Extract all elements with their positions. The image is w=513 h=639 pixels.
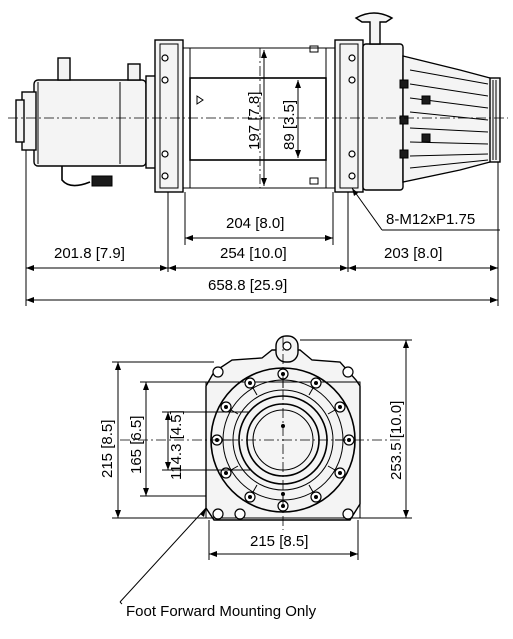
frame-bolts <box>161 54 356 180</box>
svg-text:215 [8.5]: 215 [8.5] <box>99 420 116 478</box>
clutch-handle-icon <box>354 12 394 45</box>
bolt-callout: 8-M12xP1.75 <box>351 187 500 231</box>
end-view: 215 [8.5] 165 [6.5] 114.3 [4.5] 253.5 [1… <box>99 335 412 620</box>
frame-left-plate <box>154 39 184 193</box>
dim-bolt-height: 165 [6.5] <box>128 382 149 496</box>
gearbox <box>362 43 501 191</box>
side-view: 197 [7.8] 89 [3.5] 204 [8.0] 201.8 [7.9] <box>8 12 508 306</box>
dim-width: 215 [8.5] <box>209 533 358 557</box>
svg-text:114.3 [4.5]: 114.3 [4.5] <box>168 410 185 480</box>
svg-text:254 [10.0]: 254 [10.0] <box>220 245 287 262</box>
dim-motor-length: 201.8 [7.9] <box>26 245 168 271</box>
svg-text:203 [8.0]: 203 [8.0] <box>384 245 442 262</box>
dim-outer-height: 215 [8.5] <box>99 362 121 518</box>
cable-icon <box>61 166 91 187</box>
dim-drum-height: 197 [7.8] <box>246 50 267 186</box>
svg-text:8-M12xP1.75: 8-M12xP1.75 <box>386 211 475 228</box>
svg-text:215 [8.5]: 215 [8.5] <box>250 533 308 550</box>
dim-overall-length: 658.8 [25.9] <box>26 277 498 303</box>
mounting-note: Foot Forward Mounting Only <box>119 507 317 620</box>
dim-drum-length: 204 [8.0] <box>185 215 333 241</box>
mount-holes <box>212 366 354 520</box>
motor <box>15 57 157 187</box>
dim-pilot-height: 114.3 [4.5] <box>165 410 185 480</box>
motor-terminal-icon <box>127 63 141 81</box>
svg-text:658.8 [25.9]: 658.8 [25.9] <box>208 277 287 294</box>
dim-gearbox-length: 203 [8.0] <box>348 245 498 271</box>
dim-drum-inner: 89 [3.5] <box>281 80 301 158</box>
top-lug-icon <box>275 335 299 363</box>
dim-frame-length: 254 [10.0] <box>168 245 348 271</box>
svg-text:165 [6.5]: 165 [6.5] <box>128 416 145 474</box>
frame-right-plate <box>334 39 364 193</box>
svg-text:Foot Forward Mounting Only: Foot Forward Mounting Only <box>126 603 317 620</box>
svg-text:197 [7.8]: 197 [7.8] <box>246 92 263 150</box>
svg-text:253.5 [10.0]: 253.5 [10.0] <box>388 401 405 480</box>
svg-text:204 [8.0]: 204 [8.0] <box>226 215 284 232</box>
svg-text:89 [3.5]: 89 [3.5] <box>281 100 298 150</box>
bolt-icon <box>399 79 431 159</box>
motor-terminal-icon <box>57 57 71 81</box>
dim-total-height: 253.5 [10.0] <box>388 340 409 518</box>
svg-text:201.8 [7.9]: 201.8 [7.9] <box>54 245 125 262</box>
